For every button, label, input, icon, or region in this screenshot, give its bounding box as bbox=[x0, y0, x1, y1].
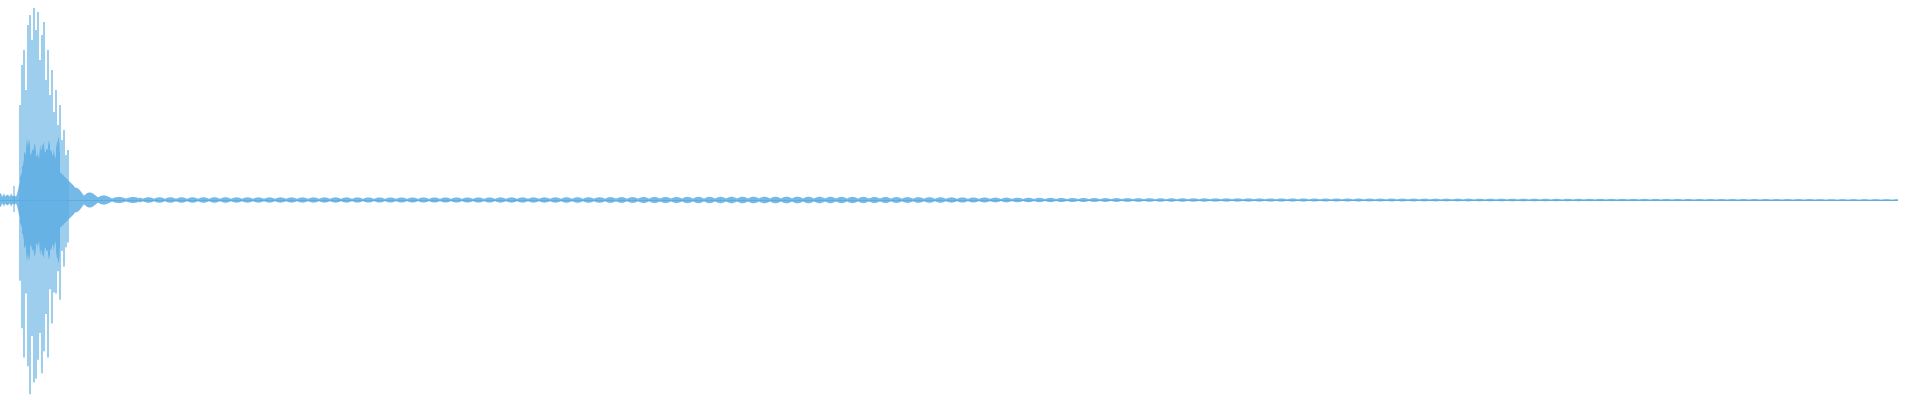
waveform-envelope bbox=[0, 135, 1898, 265]
waveform-transient-spikes bbox=[13, 8, 69, 395]
